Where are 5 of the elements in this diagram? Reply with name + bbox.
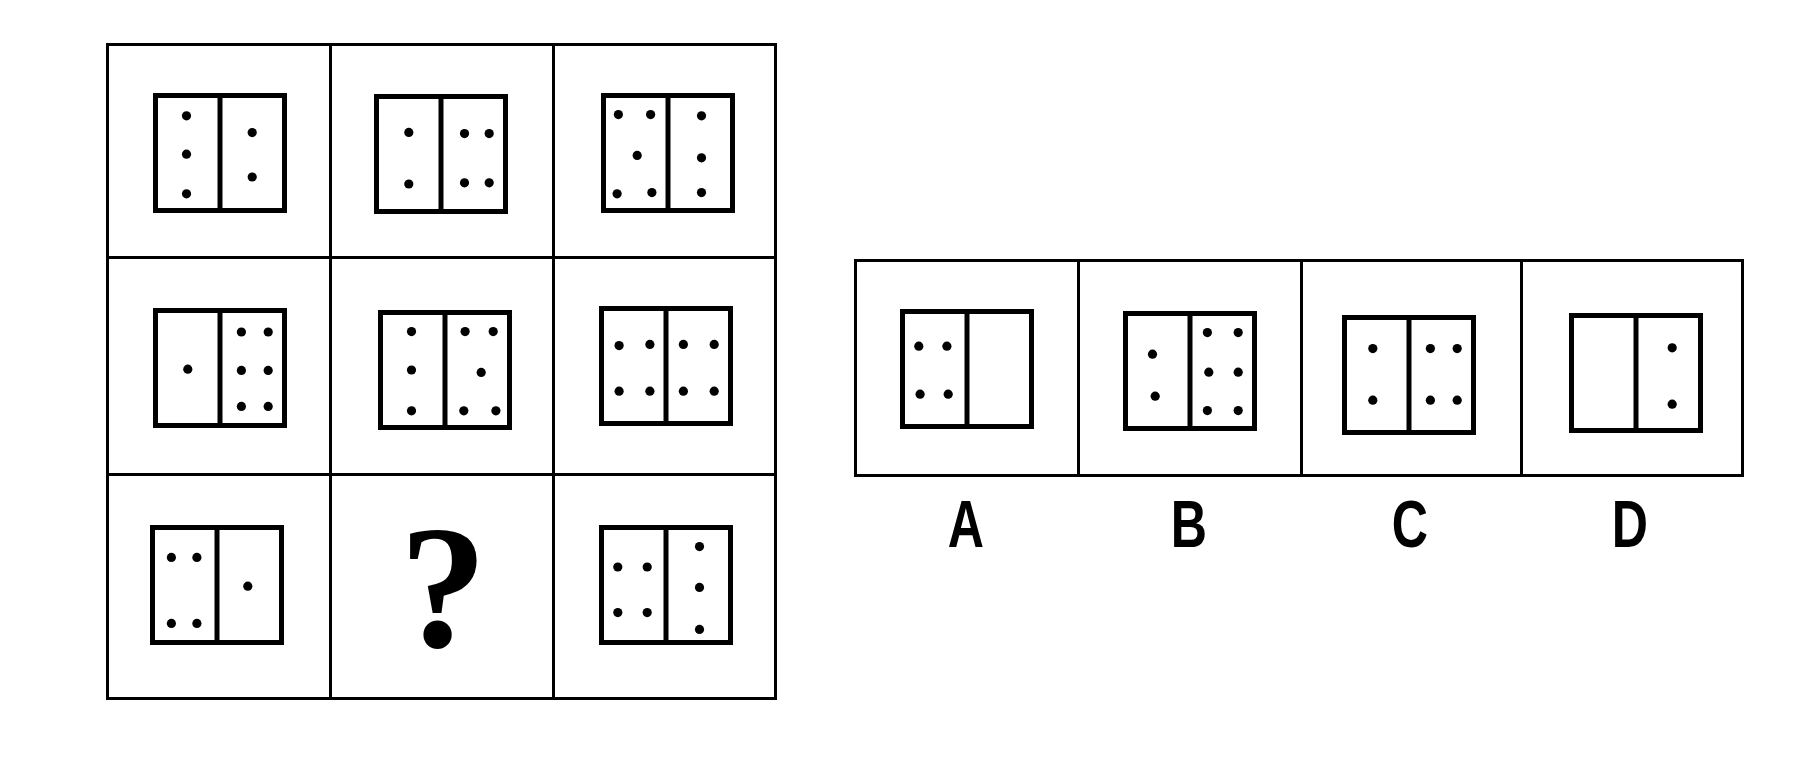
- option-letter: B: [1170, 498, 1207, 551]
- question-mark: ?: [399, 522, 487, 654]
- option-letter: C: [1391, 498, 1428, 551]
- option-letter: D: [1611, 498, 1648, 551]
- option-letter: A: [947, 498, 984, 551]
